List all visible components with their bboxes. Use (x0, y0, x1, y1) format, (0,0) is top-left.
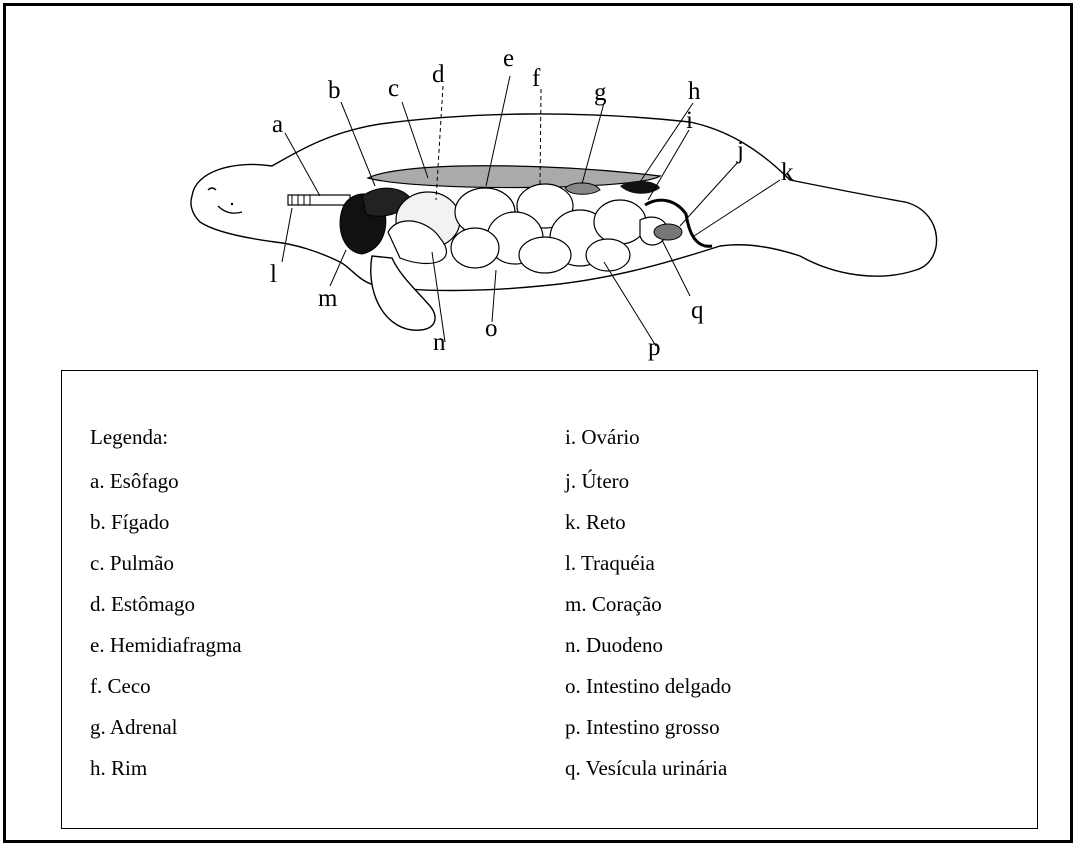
manatee-whisker-dots (231, 203, 233, 205)
label-e: e (503, 45, 514, 72)
legend-item-d: d. Estômago (90, 594, 195, 615)
urinary-bladder-organ (654, 224, 682, 240)
label-p: p (648, 334, 661, 361)
legend-box: Legenda: a. Esôfago b. Fígado c. Pulmão … (61, 370, 1038, 829)
legend-title: Legenda: (90, 427, 168, 448)
label-l: l (270, 261, 277, 288)
label-g: g (594, 79, 607, 106)
legend-item-b: b. Fígado (90, 512, 169, 533)
legend-item-p: p. Intestino grosso (565, 717, 720, 738)
label-n: n (433, 329, 446, 356)
legend-item-e: e. Hemidiafragma (90, 635, 242, 656)
legend-item-l: l. Traquéia (565, 553, 655, 574)
legend-item-q: q. Vesícula urinária (565, 758, 727, 779)
label-h: h (688, 78, 701, 105)
label-b: b (328, 77, 341, 104)
legend-item-o: o. Intestino delgado (565, 676, 731, 697)
label-j: j (736, 137, 744, 164)
label-d: d (432, 61, 445, 88)
label-m: m (318, 285, 338, 312)
label-k: k (781, 159, 794, 186)
label-i: i (686, 107, 693, 134)
label-o: o (485, 315, 498, 342)
legend-item-i: i. Ovário (565, 427, 640, 448)
label-a: a (272, 111, 283, 138)
legend-item-k: k. Reto (565, 512, 626, 533)
legend-item-f: f. Ceco (90, 676, 151, 697)
legend-item-n: n. Duodeno (565, 635, 663, 656)
legend-item-a: a. Esôfago (90, 471, 179, 492)
legend-item-j: j. Útero (565, 471, 629, 492)
legend-item-h: h. Rim (90, 758, 147, 779)
label-q: q (691, 297, 704, 324)
legend-item-g: g. Adrenal (90, 717, 177, 738)
label-f: f (532, 65, 541, 92)
trachea-organ (288, 195, 350, 205)
legend-item-c: c. Pulmão (90, 553, 174, 574)
label-c: c (388, 75, 399, 102)
manatee-anatomy-diagram: a b c d e f g h i j k l m n o p q (0, 0, 1080, 380)
legend-item-m: m. Coração (565, 594, 662, 615)
